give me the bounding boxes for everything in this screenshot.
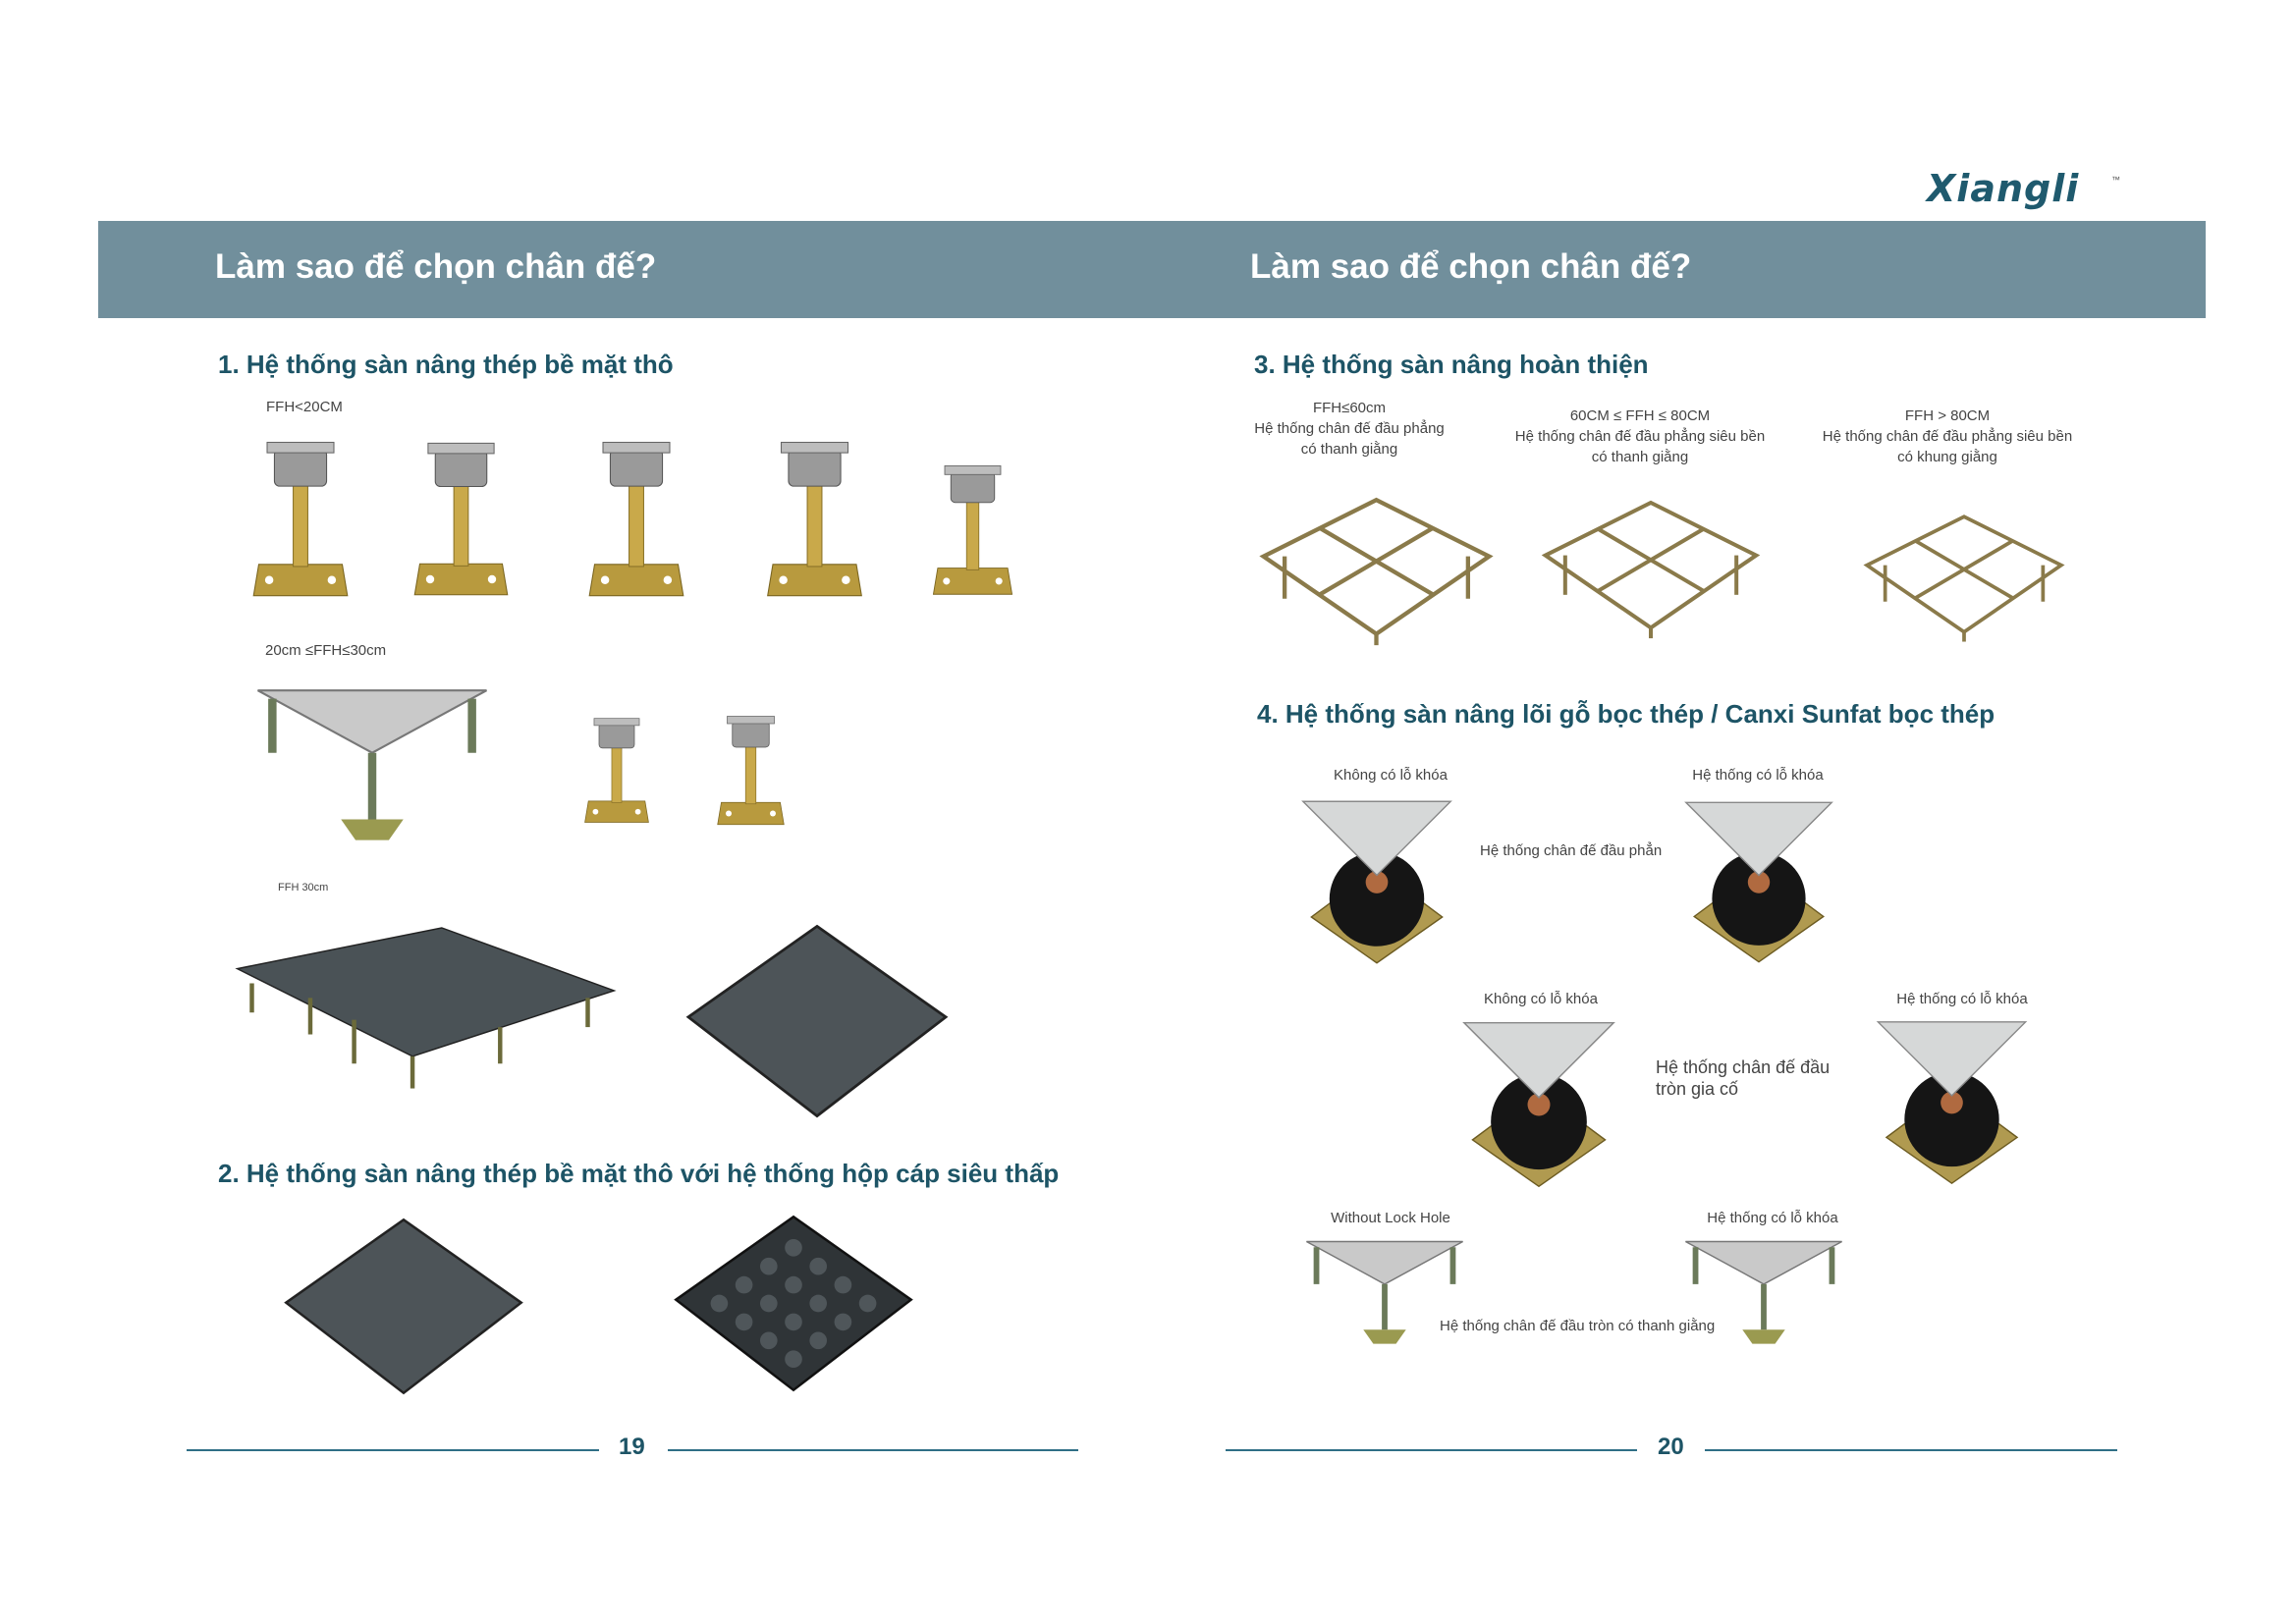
caption-line: tròn gia cố bbox=[1656, 1079, 1739, 1099]
label-without-lock-hole: Without Lock Hole bbox=[1331, 1210, 1450, 1226]
round-head-caption: Hệ thống chân đế đầu tròn gia cố bbox=[1656, 1056, 1830, 1100]
brand-logo: Xiangli bbox=[1927, 167, 2080, 210]
column-1-caption: FFH≤60cm Hệ thống chân đế đầu phẳng có t… bbox=[1254, 398, 1445, 460]
page-number-19: 19 bbox=[619, 1434, 645, 1460]
flat-head-caption: Hệ thống chân đế đầu phẳn bbox=[1480, 842, 1663, 859]
pedestal-head-image bbox=[1874, 1019, 2030, 1186]
pedestal-image bbox=[574, 434, 698, 601]
footer-divider bbox=[1705, 1449, 2117, 1451]
panel-assembly-image bbox=[236, 670, 509, 846]
pedestal-head-image bbox=[1461, 1019, 1616, 1190]
label-lock-hole: Hệ thống có lỗ khóa bbox=[1692, 767, 1824, 784]
caption-line: Hệ thống chân đế đầu phẳng bbox=[1254, 420, 1445, 437]
column-2-caption: 60CM ≤ FFH ≤ 80CM Hệ thống chân đế đầu p… bbox=[1515, 406, 1765, 467]
pedestal-image bbox=[247, 434, 354, 601]
section-1-heading: 1. Hệ thống sàn nâng thép bề mặt thô bbox=[218, 350, 674, 379]
header-banner bbox=[98, 221, 2206, 318]
page-title-left: Làm sao để chọn chân đế? bbox=[215, 247, 657, 286]
range-label: FFH≤60cm bbox=[1312, 400, 1387, 416]
stringer-frame-image bbox=[1539, 493, 1763, 644]
caption-line: có thanh giằng bbox=[1591, 449, 1689, 465]
caption-line: có thanh giằng bbox=[1300, 441, 1398, 458]
caption-line: Hệ thống chân đế đầu bbox=[1656, 1057, 1831, 1077]
caption-line: Hệ thống chân đế đầu phẳng siêu bền bbox=[1514, 428, 1766, 445]
range-label: 60CM ≤ FFH ≤ 80CM bbox=[1569, 407, 1711, 424]
label-ffh-lt-20: FFH<20CM bbox=[266, 399, 343, 415]
pedestal-image bbox=[929, 457, 1016, 601]
floor-panel-image bbox=[280, 1211, 527, 1402]
caption-line: có khung giằng bbox=[1897, 449, 1997, 465]
pedestal-image bbox=[410, 434, 513, 601]
label-lock-hole: Hệ thống có lỗ khóa bbox=[1707, 1210, 1838, 1226]
tall-pedestal-image bbox=[581, 670, 652, 869]
round-head-stringer-caption: Hệ thống chân đế đầu tròn có thanh giằng bbox=[1440, 1318, 1716, 1334]
floor-panel-image bbox=[682, 916, 953, 1126]
stringer-frame-image bbox=[1253, 493, 1500, 648]
range-label: FFH > 80CM bbox=[1904, 407, 1991, 424]
section-4-heading: 4. Hệ thống sàn nâng lõi gỗ bọc thép / C… bbox=[1257, 699, 1995, 729]
footer-divider bbox=[187, 1449, 599, 1451]
tall-pedestal-image bbox=[714, 670, 788, 869]
cable-box-panel-image bbox=[670, 1211, 917, 1396]
raised-floor-image bbox=[221, 925, 619, 1093]
pedestal-head-image bbox=[1300, 795, 1453, 969]
label-no-lock-hole: Không có lỗ khóa bbox=[1484, 991, 1598, 1007]
footer-divider bbox=[668, 1449, 1078, 1451]
braced-frame-image bbox=[1848, 511, 2080, 644]
label-ffh-30: FFH 30cm bbox=[278, 882, 329, 893]
column-3-caption: FFH > 80CM Hệ thống chân đế đầu phẳng si… bbox=[1823, 406, 2072, 467]
trademark: ™ bbox=[2111, 175, 2120, 185]
page-number-20: 20 bbox=[1658, 1434, 1684, 1460]
page-title-right: Làm sao để chọn chân đế? bbox=[1250, 247, 1692, 286]
footer-divider bbox=[1226, 1449, 1637, 1451]
caption-line: Hệ thống chân đế đầu phẳng siêu bền bbox=[1822, 428, 2073, 445]
section-3-heading: 3. Hệ thống sàn nâng hoàn thiện bbox=[1254, 350, 1649, 379]
pedestal-head-image bbox=[1683, 795, 1834, 969]
label-ffh-20-30: 20cm ≤FFH≤30cm bbox=[265, 642, 387, 659]
pedestal-image bbox=[760, 434, 869, 601]
section-2-heading: 2. Hệ thống sàn nâng thép bề mặt thô với… bbox=[218, 1159, 1060, 1188]
label-no-lock-hole: Không có lỗ khóa bbox=[1334, 767, 1448, 784]
label-lock-hole: Hệ thống có lỗ khóa bbox=[1896, 991, 2028, 1007]
